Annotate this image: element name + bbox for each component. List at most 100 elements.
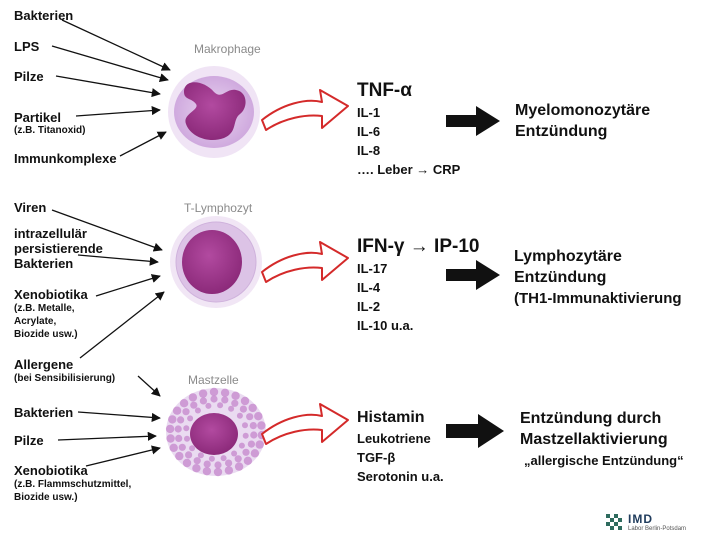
mast-granule: [188, 393, 198, 402]
macrophage-input-lps: LPS: [14, 39, 40, 54]
macrophage-result-line2: Entzündung: [515, 123, 608, 140]
mast-granule: [239, 405, 247, 413]
input-arrow-bakterien: [61, 19, 171, 71]
mastcell-mediator-tgf: TGF-β: [357, 450, 396, 465]
mastcell-result-line1: Entzündung durch: [520, 410, 662, 427]
macrophage-input-partikel-note: (z.B. Titanoxid): [14, 125, 86, 136]
macrophage-result-line1: Myelomonozytäre: [515, 102, 651, 119]
mast-granule: [209, 387, 219, 397]
macrophage-input-pilze: Pilze: [14, 69, 44, 84]
lymphocyte-title: T-Lymphozyt: [184, 201, 253, 215]
mastcell-result-line2: Mastzellaktivierung: [520, 431, 668, 448]
mast-granule: [243, 456, 253, 465]
macrophage-mediator-il1: IL-1: [357, 105, 381, 120]
mast-granule: [199, 397, 207, 405]
mast-granule: [213, 467, 223, 477]
macrophage-mediator-il6: IL-6: [357, 124, 381, 139]
macrophage-cell: [168, 66, 260, 158]
macrophage-input-bakterien: Bakterien: [14, 8, 74, 23]
input-arrow-xenobiotika-m: [85, 445, 161, 467]
mast-granule: [250, 431, 258, 439]
mast-granule: [192, 464, 201, 473]
result-arrow-macrophage: [446, 106, 500, 136]
lymphocyte-result-line1: Lymphozytäre: [514, 248, 622, 265]
lymphocyte-input-xeno-note3: Biozide usw.): [14, 329, 78, 340]
mast-granule: [197, 452, 204, 459]
mast-granule: [250, 449, 260, 458]
mast-granule: [248, 403, 257, 413]
mastcell-cell: [165, 387, 267, 477]
mast-granule: [185, 451, 193, 459]
mast-granule: [183, 425, 190, 432]
mastcell-input-xeno-note1: (z.B. Flammschutzmittel,: [14, 479, 132, 490]
mast-granules: [165, 387, 267, 477]
mast-granule: [231, 399, 239, 407]
mast-granule: [202, 467, 212, 476]
lymphocyte-result-line2: Entzündung: [514, 269, 607, 286]
mast-granule: [214, 461, 222, 469]
logo-tagline: Labor Berlin-Potsdam: [628, 526, 687, 532]
mast-granule: [166, 434, 175, 443]
input-arrow-partikel: [75, 106, 161, 117]
mast-granule: [220, 455, 227, 462]
macrophage-mediator-il8: IL-8: [357, 143, 381, 158]
macrophage-input-partikel: Partikel: [14, 110, 61, 125]
input-arrow-immunkomplexe: [119, 131, 167, 157]
mast-granule: [234, 462, 244, 471]
lymphocyte-mediator-il2: IL-2: [357, 299, 381, 314]
mast-granule: [193, 457, 201, 465]
mastcell-mediator-histamin: Histamin: [357, 409, 425, 426]
macrophage-nucleus: [184, 82, 246, 141]
mast-granule: [247, 440, 255, 448]
mast-granule: [184, 435, 190, 442]
lymphocyte-nucleus: [182, 230, 242, 294]
input-arrow-bakterien-l: [77, 254, 159, 266]
lymphocyte-mediator-il17: IL-17: [357, 261, 388, 276]
mast-granule: [240, 396, 250, 406]
mastcell-input-xeno-note2: Biozide usw.): [14, 492, 78, 503]
lymphocyte-input-xeno-note1: (z.B. Metalle,: [14, 303, 75, 314]
mast-granule: [179, 399, 189, 408]
mast-granule: [210, 395, 218, 403]
input-arrow-pilze-m: [57, 431, 157, 441]
mast-granule: [175, 451, 184, 461]
mast-granule: [257, 421, 266, 430]
lymphocyte-input-xeno-note2: Acrylate,: [14, 316, 57, 327]
input-arrow-pilze: [55, 75, 161, 98]
mast-granule: [249, 422, 257, 430]
mastcell-result-line3: „allergische Entzündung“: [524, 453, 684, 468]
mast-granule: [205, 402, 212, 409]
mast-granule: [208, 455, 215, 462]
mast-granule: [178, 443, 186, 451]
mastcell-input-pilze: Pilze: [14, 433, 44, 448]
result-arrow-lymphocyte: [446, 260, 500, 290]
input-arrow-lps: [51, 45, 169, 83]
lymphocyte-input-intrazellulaer: intrazellulär: [14, 226, 87, 241]
mast-granule: [236, 412, 243, 419]
input-arrow-xenobiotika: [95, 274, 161, 297]
lymphocyte-input-allergene: Allergene: [14, 357, 74, 372]
lymphocyte-mediator-il10: IL-10 u.a.: [357, 318, 414, 333]
lymphocyte-input-persistierende: persistierende: [14, 241, 103, 256]
mast-granule: [231, 391, 240, 400]
lymphocyte-input-xenobiotika: Xenobiotika: [14, 287, 88, 302]
macrophage-input-immunkomplexe: Immunkomplexe: [14, 151, 117, 166]
mast-granule: [182, 458, 192, 468]
logo-name: IMD: [628, 512, 653, 526]
macrophage-title: Makrophage: [194, 42, 261, 56]
mast-granule: [172, 406, 182, 415]
mast-granule: [238, 442, 245, 449]
result-arrow-mastcell: [446, 414, 504, 448]
mast-granule: [190, 401, 198, 409]
input-arrow-viren: [51, 209, 163, 252]
mast-granule: [231, 450, 238, 457]
curved-arrow-lymphocyte: [261, 241, 349, 283]
lymphocyte-result-line3: (TH1-Immunaktivierung: [514, 290, 682, 307]
mast-granule: [242, 432, 249, 439]
macrophage-mediator-tnf: TNF-α: [357, 80, 412, 101]
mast-granule: [189, 445, 196, 452]
mast-granule: [177, 416, 185, 424]
mastcell-input-bakterien: Bakterien: [14, 405, 74, 420]
mast-granule: [165, 424, 175, 434]
mast-granule: [254, 412, 263, 421]
